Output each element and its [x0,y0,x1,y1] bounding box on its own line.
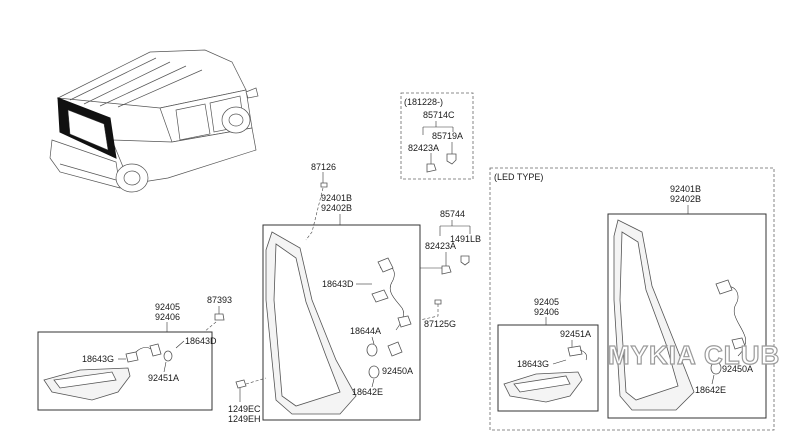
socket-18643g-left [125,351,139,363]
label-1249eh: 1249EH [228,414,261,424]
watermark: MYKIA CLUB [608,340,780,370]
label-92401b-left: 92401B [321,193,352,203]
label-1491lb: 1491LB [450,234,481,244]
bolt-87126 [320,182,328,188]
vehicle-illustration [49,49,259,193]
label-87393: 87393 [207,295,232,305]
bulb-92451a-left [163,350,173,362]
clip-part-top [426,163,437,173]
date-code-label: (181228-) [404,97,443,107]
label-18644a: 18644A [350,326,381,336]
bulb-18644a [366,343,378,357]
label-92405-right: 92405 [534,297,559,307]
led-socket-92451a [567,345,583,357]
bulb-18642e-mid [368,365,380,379]
wiring-socket-lower [371,289,389,303]
dated-variant-box [400,92,474,180]
screw-1249ec [235,379,247,389]
led-type-box [489,167,775,431]
label-92402b-left: 92402B [321,203,352,213]
garnish-lamp-box [37,331,213,411]
label-82423a-mid: 82423A [425,241,456,251]
label-87125g: 87125G [424,319,456,329]
label-85719a: 85719A [432,131,463,141]
socket-18643d-left [149,343,162,357]
label-92450a-right: 92450A [722,364,753,374]
hook-part-mid [460,255,470,266]
clip-part-mid [441,265,452,275]
bolt-87393 [214,313,225,321]
label-92405-left: 92405 [155,302,180,312]
label-92401b-right: 92401B [670,184,701,194]
wiring-socket-mid [397,315,412,328]
label-18643g-left: 18643G [82,354,114,364]
label-85744: 85744 [440,209,465,219]
bolt-87125g [434,299,442,305]
label-18643d-mid: 18643D [322,279,354,289]
led-type-label: (LED TYPE) [494,172,543,182]
hook-part-top [446,153,457,165]
led-bulb-18642e [710,361,722,375]
label-92451a-right: 92451A [560,329,591,339]
led-tail-lamp-box [607,213,767,419]
label-87126: 87126 [311,162,336,172]
tail-lamp-box [262,224,421,421]
led-wiring-socket-upper [715,279,733,295]
label-82423a-top: 82423A [408,143,439,153]
label-1249ec: 1249EC [228,404,261,414]
label-18642e-right: 18642E [695,385,726,395]
label-18642e-mid: 18642E [352,387,383,397]
wiring-socket-upper [377,257,394,273]
led-wiring-socket-lower [731,337,746,350]
label-85714c: 85714C [423,110,455,120]
label-92402b-right: 92402B [670,194,701,204]
label-92450a-mid: 92450A [382,366,413,376]
label-92451a-left: 92451A [148,373,179,383]
label-92406-right: 92406 [534,307,559,317]
label-18643g-right: 18643G [517,359,549,369]
led-garnish-box [497,324,599,412]
label-18643d-left: 18643D [185,336,217,346]
label-92406-left: 92406 [155,312,180,322]
